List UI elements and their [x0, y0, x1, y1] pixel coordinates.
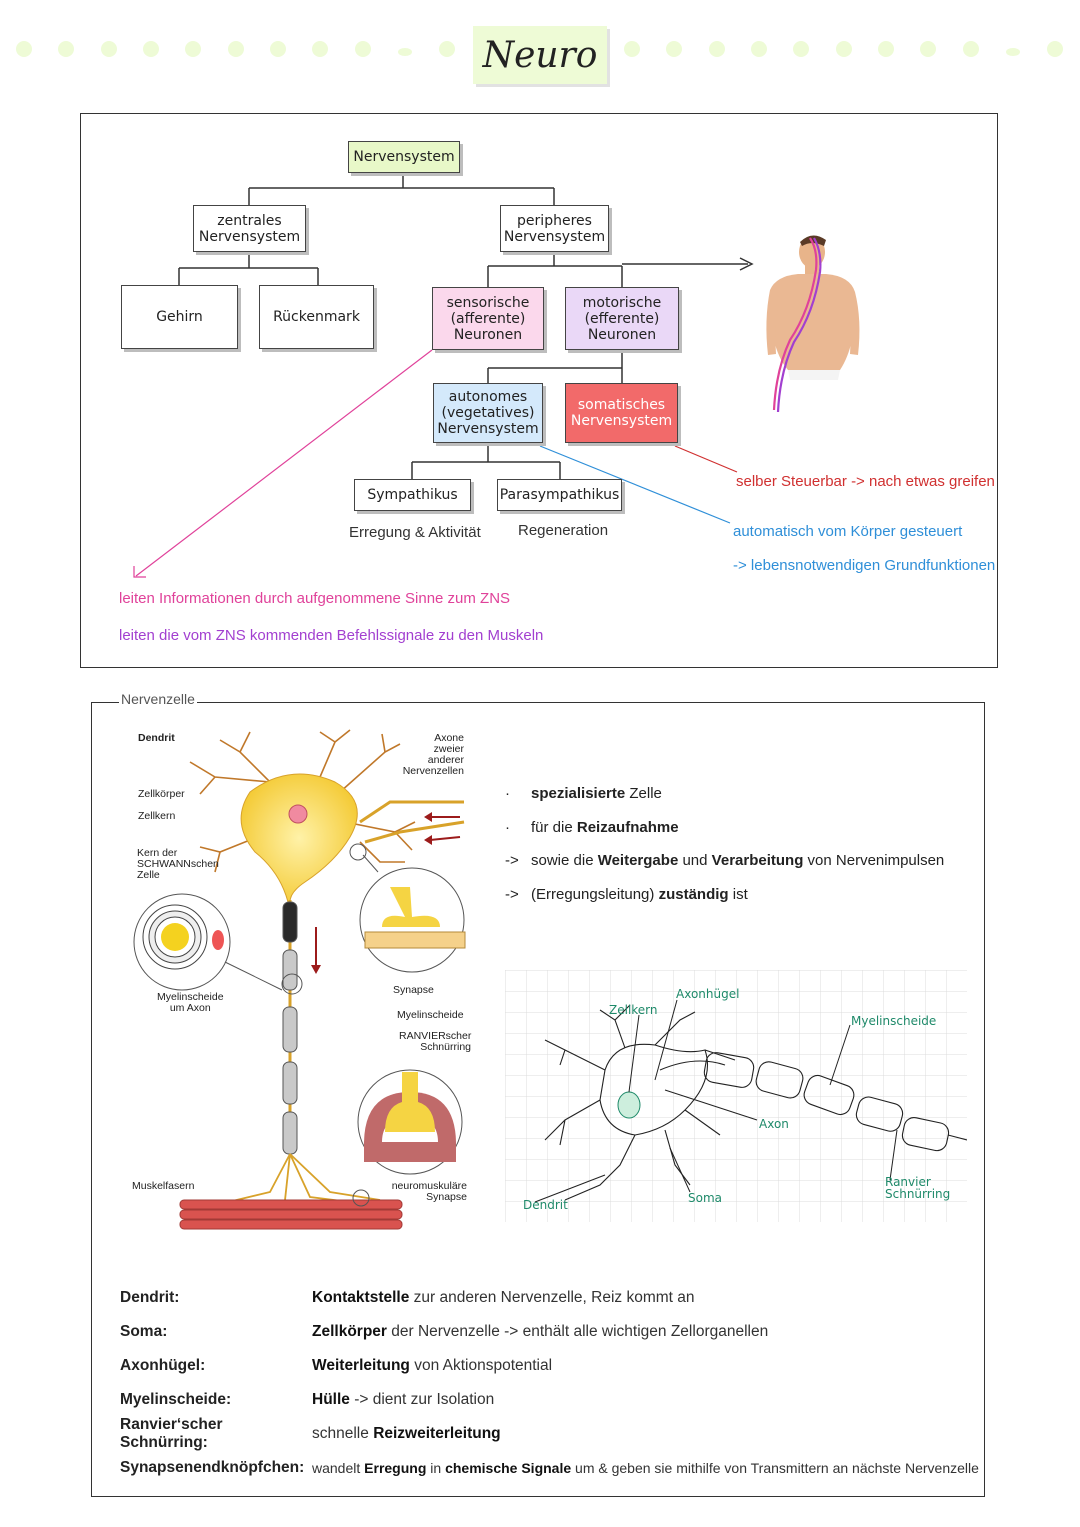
fig-label-dendrit: Dendrit — [138, 732, 175, 744]
node-sympathikus: Sympathikus — [354, 479, 471, 511]
fig-label-zellkern: Zellkern — [138, 810, 176, 822]
definition-text: wandelt Erregung in chemische Signale um… — [312, 1460, 979, 1476]
node-nervensystem: Nervensystem — [348, 141, 460, 173]
bullet-4: ->(Erregungsleitung) zuständig ist — [505, 886, 748, 903]
definition-row: Soma: Zellkörper der Nervenzelle -> enth… — [120, 1315, 1000, 1349]
definition-row: Axonhügel: Weiterleitung von Aktionspote… — [120, 1349, 1000, 1383]
definition-text: Zellkörper der Nervenzelle -> enthält al… — [312, 1323, 769, 1340]
bullet-1: ·spezialisierte Zelle — [505, 785, 662, 802]
section-title: Nervenzelle — [119, 691, 197, 707]
fig-label-zellkoerper: Zellkörper — [138, 788, 185, 800]
fig-label-myelinscheide: Myelinscheide — [397, 1009, 464, 1021]
sketch-label-axon: Axon — [759, 1117, 789, 1131]
sketch-label-zellkern: Zellkern — [609, 1003, 658, 1017]
note-motorisch: leiten die vom ZNS kommenden Befehlssign… — [119, 627, 544, 644]
note-sensorisch: leiten Informationen durch aufgenommene … — [119, 590, 511, 607]
neuron-sketch — [505, 970, 967, 1222]
fig-label-schwann: Kern der SCHWANNschen Zelle — [137, 847, 219, 881]
definition-term: Synapsenendknöpfchen: — [120, 1459, 305, 1476]
definition-text: Kontaktstelle zur anderen Nervenzelle, R… — [312, 1289, 695, 1306]
node-zns: zentrales Nervensystem — [193, 205, 306, 252]
node-rueckenmark: Rückenmark — [259, 285, 374, 349]
fig-label-muskelfasern: Muskelfasern — [132, 1180, 195, 1192]
fig-label-ranvier: RANVIERscher Schnürring — [399, 1030, 472, 1053]
definition-term: Dendrit: — [120, 1289, 180, 1306]
sketch-label-axonhuegel: Axonhügel — [676, 987, 740, 1001]
note-parasympathikus: Regeneration — [518, 522, 609, 539]
tree-connectors — [133, 172, 754, 578]
sketch-label-myelinscheide: Myelinscheide — [851, 1014, 937, 1028]
neuron-figure — [133, 729, 466, 1230]
node-autonom: autonomes (vegetatives) Nervensystem — [433, 383, 543, 443]
definition-text: Weiterleitung von Aktionspotential — [312, 1357, 553, 1374]
decorative-dots-left — [16, 41, 455, 57]
definition-term: Myelinscheide: — [120, 1391, 232, 1408]
definition-row: Synapsenendknöpfchen: wandelt Erregung i… — [120, 1451, 1000, 1485]
decorative-dots-right — [624, 41, 1063, 57]
sketch-label-ranvier: Ranvier Schnürring — [885, 1175, 951, 1201]
bullet-2: ·für die Reizaufnahme — [505, 819, 679, 836]
fig-label-axone: Axone zweier anderer Nervenzellen — [402, 732, 464, 777]
page-title: Neuro — [473, 26, 607, 84]
node-pns: peripheres Nervensystem — [500, 205, 609, 252]
note-autonom-2: -> lebensnotwendigen Grundfunktionen — [733, 557, 996, 574]
definition-row: Dendrit: Kontaktstelle zur anderen Nerve… — [120, 1281, 1000, 1315]
definition-text: Hülle -> dient zur Isolation — [312, 1391, 495, 1408]
note-autonom-1: automatisch vom Körper gesteuert — [733, 523, 963, 540]
definition-row: Ranvier‘scher Schnürring: schnelle Reizw… — [120, 1416, 1000, 1451]
note-sympathikus: Erregung & Aktivität — [349, 524, 481, 541]
definition-term: Soma: — [120, 1323, 168, 1340]
note-somatisch: selber Steuerbar -> nach etwas greifen — [736, 473, 995, 490]
definitions-list: Dendrit: Kontaktstelle zur anderen Nerve… — [120, 1281, 1000, 1485]
definition-text: schnelle Reizweiterleitung — [312, 1425, 501, 1442]
definition-row: Myelinscheide: Hülle -> dient zur Isolat… — [120, 1383, 1000, 1417]
sketch-label-soma: Soma — [688, 1191, 723, 1205]
fig-label-myelin-axon: Myelinscheide um Axon — [157, 991, 224, 1014]
node-sensorisch: sensorische (afferente) Neuronen — [432, 287, 544, 350]
bullet-3: ->sowie die Weitergabe und Verarbeitung … — [505, 852, 945, 869]
definition-term: Axonhügel: — [120, 1357, 206, 1374]
node-motorisch: motorische (efferente) Neuronen — [565, 287, 679, 350]
sketch-label-dendrit: Dendrit — [523, 1198, 568, 1212]
human-body-illustration — [766, 235, 860, 413]
fig-label-synapse: Synapse — [393, 984, 434, 996]
fig-label-nm-synapse: neuromuskuläre Synapse — [391, 1180, 467, 1203]
node-parasympathikus: Parasympathikus — [497, 479, 622, 511]
definition-term: Ranvier‘scher Schnürring: — [120, 1416, 223, 1451]
node-somatisch: somatisches Nervensystem — [565, 383, 678, 443]
node-gehirn: Gehirn — [121, 285, 238, 349]
